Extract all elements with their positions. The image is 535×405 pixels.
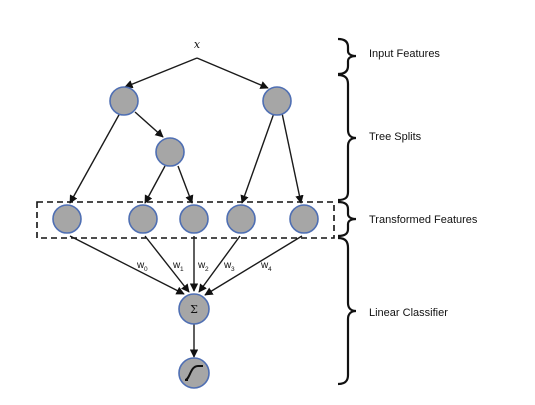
- sum-node: [178, 293, 210, 325]
- leaf-node-3: [226, 204, 256, 234]
- input-features-bracket: [337, 37, 357, 76]
- edge-leaf1-to-sum: [144, 235, 190, 293]
- input-features-label: Input Features: [369, 48, 440, 60]
- edge-tree1-inner-to-leaf2: [177, 165, 194, 204]
- edge-tree2-root-to-leaf3: [240, 112, 275, 204]
- svg-text:4: 4: [268, 266, 272, 273]
- sigmoid-icon: [178, 357, 210, 389]
- edge-x-to-tree2-root: [196, 57, 269, 89]
- edge-leaf4-to-sum: [204, 235, 303, 296]
- transformed-features-bracket: [337, 200, 357, 238]
- sum-symbol: Σ: [190, 303, 198, 316]
- edge-leaf3-to-sum: [198, 235, 241, 293]
- svg-text:w: w: [172, 260, 181, 271]
- edge-tree1-root-to-leaf0: [69, 112, 121, 204]
- linear-classifier-label: Linear Classifier: [369, 307, 448, 319]
- tree-splits-bracket: [337, 73, 357, 202]
- edge-x-to-tree1-root: [124, 57, 198, 89]
- input-variable-label: x: [194, 38, 201, 51]
- edge-tree2-root-to-leaf4: [281, 112, 304, 204]
- transformed-features-box: [36, 201, 335, 239]
- svg-text:3: 3: [231, 266, 235, 273]
- linear-classifier-bracket: [337, 236, 357, 386]
- svg-text:w: w: [136, 260, 145, 271]
- svg-text:w: w: [260, 260, 269, 271]
- svg-text:0: 0: [144, 266, 148, 273]
- edge-leaf0-to-sum: [69, 235, 185, 295]
- svg-text:w: w: [223, 260, 232, 271]
- weight-label-3: w 3: [223, 260, 235, 273]
- svg-text:w: w: [197, 260, 206, 271]
- tree1-inner-node: [155, 137, 185, 167]
- svg-text:1: 1: [180, 266, 184, 273]
- edge-tree1-root-to-inner: [134, 111, 164, 138]
- tree1-root-node: [109, 86, 139, 116]
- svg-text:2: 2: [205, 266, 209, 273]
- weight-label-4: w 4: [260, 260, 272, 273]
- edge-tree1-inner-to-leaf1: [144, 165, 166, 204]
- leaf-node-0: [52, 204, 82, 234]
- tree-splits-label: Tree Splits: [369, 131, 422, 143]
- weight-label-1: w 1: [172, 260, 184, 273]
- transformed-features-label: Transformed Features: [369, 214, 478, 226]
- leaf-node-1: [128, 204, 158, 234]
- leaf-node-2: [179, 204, 209, 234]
- leaf-node-4: [289, 204, 319, 234]
- tree2-root-node: [262, 86, 292, 116]
- weight-label-0: w 0: [136, 260, 148, 273]
- weight-label-2: w 2: [197, 260, 209, 273]
